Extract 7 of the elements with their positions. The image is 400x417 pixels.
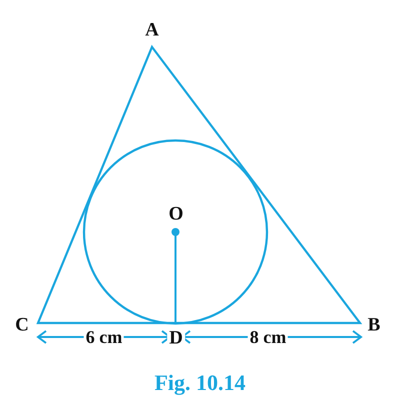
length-label: 6 cm	[84, 328, 124, 346]
figure-caption: Fig. 10.14	[154, 370, 246, 396]
vertex-label: C	[15, 316, 29, 334]
length-label: 8 cm	[248, 328, 288, 346]
center-label: O	[168, 204, 184, 224]
vertex-label: A	[145, 20, 159, 40]
vertex-label: B	[368, 316, 380, 334]
